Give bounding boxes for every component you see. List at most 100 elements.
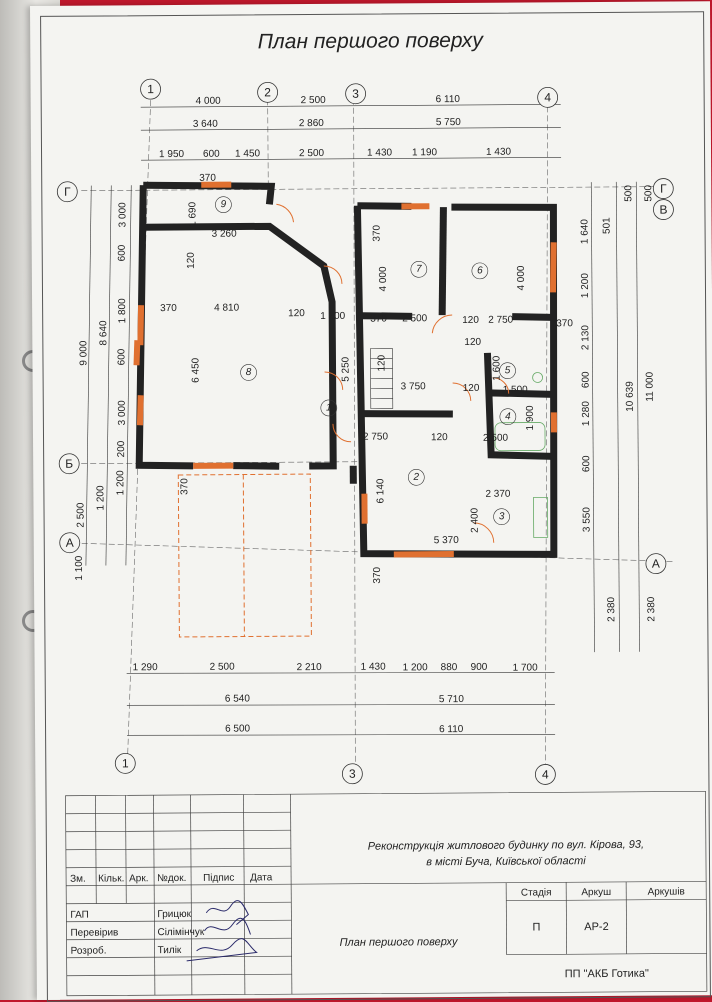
axis-label: 1 (122, 756, 129, 770)
dimension-text: 1 200 (320, 311, 346, 322)
dimension-text: 1 950 (159, 149, 185, 160)
dimension-text: 600 (117, 244, 128, 261)
dimension-text: 1 900 (525, 405, 536, 431)
dimension-text: 2 130 (580, 325, 591, 351)
dimension-text: 4 000 (516, 265, 527, 291)
axis-label: 3 (352, 87, 359, 101)
role-label: Перевірив (70, 927, 118, 938)
dimension-text: 370 (372, 224, 383, 241)
dimension-text: 2 500 (75, 502, 86, 528)
dimension-text: 1 500 (503, 385, 529, 396)
terrace-outline (178, 474, 311, 637)
dimension-text: 120 (288, 308, 305, 319)
axis-label: 4 (542, 767, 549, 781)
role-name: Сілімінчук (157, 927, 204, 938)
dimension-text: 600 (581, 455, 592, 472)
dimension-text: 2 500 (301, 95, 327, 106)
dimension-text: 6 540 (225, 693, 251, 704)
dimension-text: 6 140 (375, 478, 386, 504)
dimension-text: 500 (643, 185, 654, 202)
header-cell: Дата (250, 872, 273, 883)
dimension-text: 120 (376, 354, 387, 371)
dimension-text: 1 200 (115, 470, 126, 496)
title-block: Реконструкція житлового будинку по вул. … (70, 838, 686, 983)
dimension-text: 1 430 (367, 147, 393, 158)
dimension-text: 1 200 (95, 485, 106, 511)
dimension-text: 1 600 (491, 355, 502, 381)
room-numbers: 9 8 1 7 6 5 4 2 3 (221, 197, 512, 524)
header-cell: Зм. (70, 874, 86, 885)
dimension-text: 11 000 (645, 371, 656, 401)
dimension-text: 4 810 (214, 303, 240, 314)
dimension-text: 6 110 (439, 724, 464, 735)
axis-label: 2 (264, 85, 271, 99)
header-cell: Арк. (129, 873, 148, 884)
dimension-text: 120 (464, 337, 481, 348)
bottom-dimensions: 1 290 2 500 2 210 1 430 1 200 880 900 1 … (133, 659, 539, 737)
sheet-name: План першого поверху (340, 936, 460, 949)
dimension-text: 10 639 (625, 381, 636, 412)
dimension-text: 2 500 (299, 148, 325, 159)
room-number: 6 (477, 265, 483, 276)
sheet-label: Аркуш (581, 887, 611, 898)
company-name: ПП "АКБ Готика" (565, 968, 649, 981)
dimension-text: 1 450 (235, 148, 261, 159)
room-number: 2 (412, 472, 419, 483)
dimension-text: 370 (556, 318, 573, 329)
dimension-text: 600 (116, 348, 127, 365)
dimension-text: 2 500 (483, 433, 509, 444)
dimension-text: 2 750 (363, 432, 389, 443)
dimension-text: 2 400 (470, 507, 481, 533)
dimension-text: 6 110 (436, 94, 461, 105)
dimension-text: 2 380 (606, 596, 617, 622)
dimension-text: 2 500 (402, 313, 428, 324)
dimension-text: 1 640 (579, 219, 590, 245)
dimension-text: 370 (179, 478, 190, 495)
dimension-text: 1 100 (74, 555, 85, 581)
header-cell: Підпис (203, 873, 234, 884)
dimension-text: 600 (203, 149, 220, 160)
axis-label: Г (660, 182, 667, 196)
dimension-text: 1 800 (117, 298, 128, 324)
role-name: Грицюк (157, 909, 191, 920)
dimension-text: 3 550 (582, 507, 593, 533)
dimension-text: 2 210 (297, 662, 323, 673)
dimension-text: 3 750 (401, 381, 427, 392)
right-dimensions: 500 11 000 2 380 500 10 639 2 380 501 1 … (579, 185, 657, 623)
dimension-text: 2 750 (488, 315, 514, 326)
dimension-text: 5 710 (439, 694, 465, 705)
dimension-text: 370 (199, 173, 216, 184)
axis-label: Б (65, 457, 73, 471)
axis-label: Г (64, 185, 71, 199)
room-marker-circles (215, 195, 516, 527)
stage-value: П (532, 921, 540, 933)
dimension-text: 1 190 (412, 147, 438, 158)
stage-label: Стадія (521, 887, 552, 898)
dimension-text: 600 (581, 371, 592, 388)
dimension-text: 3 000 (117, 400, 128, 426)
dimension-text: 1 290 (133, 662, 159, 673)
room-number: 1 (326, 402, 332, 413)
dimension-text: 6 500 (225, 723, 251, 734)
dimension-text: 370 (370, 314, 387, 325)
header-cell: №док. (157, 873, 186, 884)
sheet-value: АР-2 (584, 921, 609, 933)
room-number: 8 (246, 367, 252, 378)
dimension-text: 9 000 (78, 340, 89, 366)
drawing-sheet: План першого поверху (30, 1, 712, 1000)
header-cell: Кільк. (98, 873, 124, 884)
role-name: Тилік (158, 945, 182, 956)
dimension-text: 8 640 (98, 320, 109, 346)
dimension-text: 3 260 (212, 229, 238, 240)
dimension-text: 900 (471, 662, 488, 673)
project-title: Реконструкція житлового будинку по вул. … (368, 839, 644, 853)
dimension-text: 200 (116, 440, 127, 457)
dimension-text: 120 (186, 252, 197, 269)
sheets-label: Аркушів (648, 886, 685, 897)
room-number: 4 (505, 411, 511, 422)
dimension-text: 4 000 (196, 96, 222, 107)
dimension-text: 500 (623, 185, 634, 202)
dimension-text: 370 (160, 303, 177, 314)
dimension-text: 2 380 (646, 596, 657, 622)
dimension-text: 5 750 (436, 117, 462, 128)
